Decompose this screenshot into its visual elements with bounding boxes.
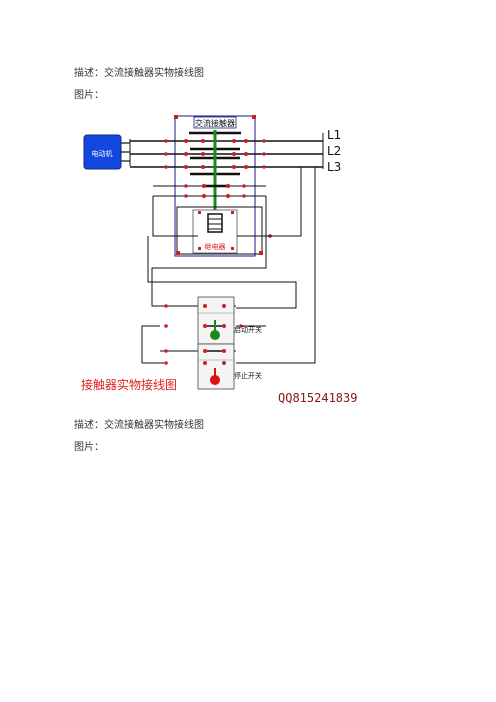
relay-frame bbox=[176, 206, 263, 255]
picture-label: 图片： bbox=[74, 90, 104, 101]
contactor-frame-corner bbox=[174, 115, 178, 119]
line-label-l3: L3 bbox=[327, 160, 341, 174]
diagram-caption: 接触器实物接线图 bbox=[81, 377, 177, 392]
relay-coil bbox=[207, 213, 223, 233]
contactor-label: 交流接触器 bbox=[195, 118, 235, 128]
contactor-frame-corner bbox=[252, 115, 256, 119]
line-label-l2: L2 bbox=[327, 144, 341, 158]
line-label-l1: L1 bbox=[327, 128, 341, 142]
start-switch-label: 启动开关 bbox=[234, 325, 262, 334]
picture-label: 图片： bbox=[74, 442, 104, 453]
stop-switch-label: 停止开关 bbox=[234, 371, 262, 380]
watermark: QQ815241839 bbox=[278, 391, 357, 405]
relay-label: 继电器 bbox=[205, 242, 226, 251]
contactor-label-box bbox=[193, 116, 237, 129]
wiring-diagram: 交流接触器 电动机 L1 L2 L3 继电器 bbox=[81, 115, 357, 405]
stop-button bbox=[210, 375, 220, 385]
description-text: 描述：交流接触器实物接线图 bbox=[74, 68, 204, 79]
motor-label: 电动机 bbox=[92, 149, 113, 158]
start-button bbox=[210, 330, 220, 340]
description-text: 描述：交流接触器实物接线图 bbox=[74, 420, 204, 431]
